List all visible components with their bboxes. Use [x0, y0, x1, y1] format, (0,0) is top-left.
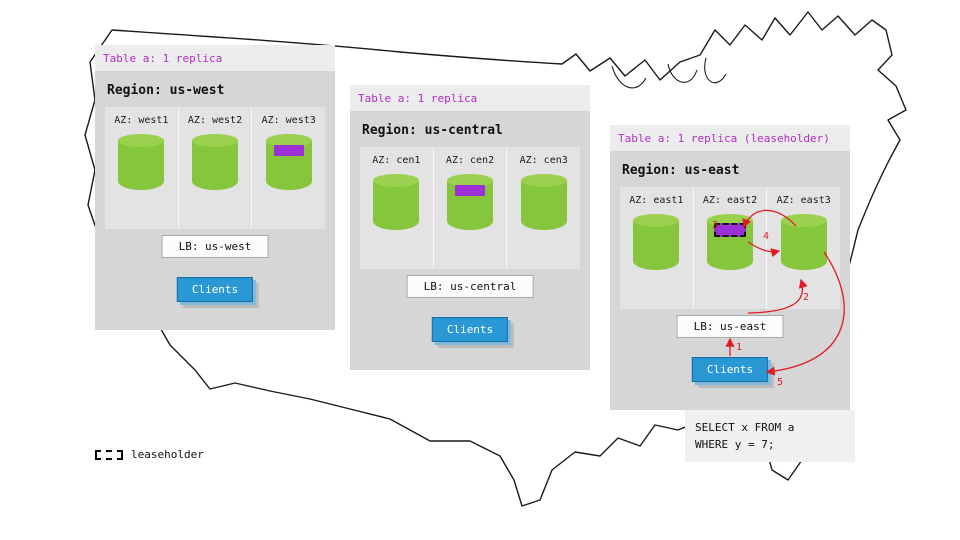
az-label: AZ: east3 — [776, 195, 831, 206]
load-balancer-box: LB: us-central — [406, 275, 534, 298]
clients-box: Clients — [176, 277, 254, 302]
table-replica-label: Table a: 1 replica — [103, 52, 223, 65]
database-cylinder-icon — [520, 174, 567, 230]
replica-chip — [455, 185, 485, 196]
database-cylinder-icon — [118, 134, 165, 190]
az-column-west3: AZ: west3 — [251, 107, 325, 229]
az-label: AZ: west2 — [187, 115, 243, 126]
az-area: AZ: cen1 AZ: cen2 AZ: cen3 — [360, 147, 580, 269]
az-label: AZ: cen1 — [372, 155, 421, 166]
region-title: Region: us-west — [107, 83, 225, 98]
az-label: AZ: east2 — [702, 195, 758, 206]
cylinder-top — [447, 174, 493, 187]
great-lakes-outline — [611, 57, 727, 89]
table-replica-label: Table a: 1 replica — [358, 92, 478, 105]
cylinder-top — [118, 134, 165, 147]
database-cylinder-icon — [780, 214, 827, 270]
cylinder-top — [780, 214, 827, 227]
az-label: AZ: cen3 — [519, 155, 568, 166]
az-column-east2: AZ: east2 — [692, 187, 767, 309]
az-column-cen1: AZ: cen1 — [360, 147, 433, 269]
database-cylinder-icon — [192, 134, 238, 190]
cylinder-top — [520, 174, 567, 187]
cylinder-body — [633, 220, 680, 270]
panel-header: Table a: 1 replica — [95, 45, 335, 71]
cylinder-body — [520, 180, 567, 230]
sql-query-line2: WHERE y = 7; — [695, 438, 775, 452]
clients-box: Clients — [431, 317, 509, 342]
az-label: AZ: east1 — [629, 195, 684, 206]
az-column-west1: AZ: west1 — [105, 107, 178, 229]
database-cylinder-icon — [707, 214, 753, 270]
cylinder-top — [373, 174, 420, 187]
database-cylinder-icon — [447, 174, 493, 230]
database-cylinder-icon — [265, 134, 312, 190]
leaseholder-legend-label: leaseholder — [131, 448, 204, 461]
cylinder-top — [192, 134, 238, 147]
clients-box: Clients — [691, 357, 769, 382]
az-area: AZ: west1 AZ: west2 AZ: west3 — [105, 107, 325, 229]
cylinder-top — [633, 214, 680, 227]
region-panel-us-west: Table a: 1 replica Region: us-west AZ: w… — [95, 45, 335, 330]
leaseholder-chip — [714, 223, 746, 237]
database-cylinder-icon — [633, 214, 680, 270]
leaseholder-legend-icon — [95, 449, 123, 460]
az-label: AZ: cen2 — [445, 155, 495, 166]
az-column-east3: AZ: east3 — [766, 187, 840, 309]
sql-query-note: SELECT x FROM a WHERE y = 7; — [685, 410, 855, 463]
load-balancer-box: LB: us-east — [676, 315, 784, 338]
sql-query-line1: SELECT x FROM a — [695, 421, 795, 434]
region-title: Region: us-east — [622, 163, 740, 178]
region-title: Region: us-central — [362, 123, 503, 138]
region-panel-us-east: Table a: 1 replica (leaseholder) Region:… — [610, 125, 850, 410]
az-column-cen3: AZ: cen3 — [506, 147, 580, 269]
replica-chip — [273, 145, 304, 156]
az-label: AZ: west1 — [114, 115, 169, 126]
az-column-cen2: AZ: cen2 — [432, 147, 507, 269]
panel-header: Table a: 1 replica — [350, 85, 590, 111]
load-balancer-box: LB: us-west — [161, 235, 269, 258]
az-label: AZ: west3 — [261, 115, 316, 126]
database-cylinder-icon — [373, 174, 420, 230]
cylinder-top — [265, 134, 312, 147]
cylinder-body — [373, 180, 420, 230]
leaseholder-legend: leaseholder — [95, 448, 204, 461]
cylinder-body — [192, 140, 238, 190]
az-column-east1: AZ: east1 — [620, 187, 693, 309]
region-panel-us-central: Table a: 1 replica Region: us-central AZ… — [350, 85, 590, 370]
az-column-west2: AZ: west2 — [177, 107, 252, 229]
cylinder-body — [780, 220, 827, 270]
panel-header: Table a: 1 replica (leaseholder) — [610, 125, 850, 151]
az-area: AZ: east1 AZ: east2 AZ: east3 — [620, 187, 840, 309]
table-replica-leaseholder-label: Table a: 1 replica (leaseholder) — [618, 132, 830, 145]
cylinder-body — [118, 140, 165, 190]
